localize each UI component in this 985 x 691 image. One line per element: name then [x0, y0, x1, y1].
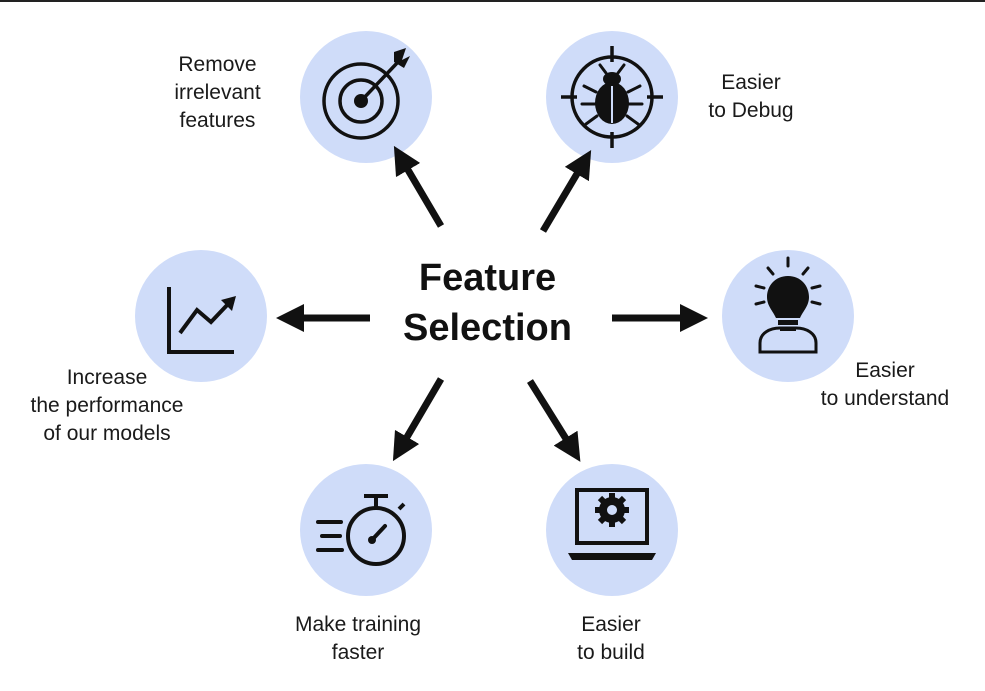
bug-crosshair-icon [561, 46, 663, 148]
arrow-to-remove [393, 145, 445, 228]
node-circle-training [300, 464, 432, 596]
growth-chart-icon [167, 287, 236, 354]
target-icon [322, 48, 410, 140]
label-training: Make training faster [294, 613, 422, 664]
stopwatch-icon [316, 494, 406, 566]
center-title: Feature Selection [380, 253, 595, 353]
arrow-to-build [527, 379, 581, 462]
label-performance: Increase the performance of our models [30, 366, 184, 445]
label-remove: Remove irrelevant features [174, 53, 261, 132]
arrow-to-debug [539, 149, 592, 233]
node-circle-build [546, 464, 678, 596]
center-title-line-2: Selection [403, 307, 572, 349]
label-debug: Easier to Debug [708, 71, 794, 122]
center-title-line-1: Feature [418, 257, 557, 299]
laptop-gear-icon [568, 488, 656, 560]
arrow-to-training [392, 377, 445, 462]
label-understand: Easier to understand [820, 359, 950, 410]
label-build: Easier to build [577, 613, 645, 664]
lightbulb-person-icon [754, 256, 822, 354]
top-border [0, 0, 985, 2]
